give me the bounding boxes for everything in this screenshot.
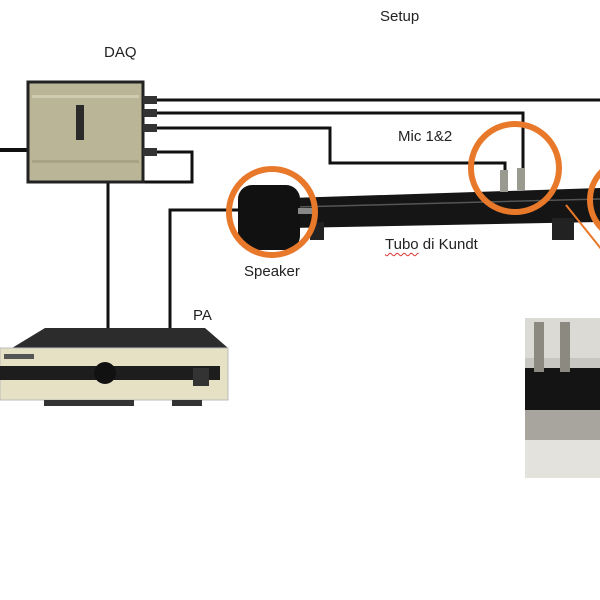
cables bbox=[0, 98, 600, 332]
mic-highlight bbox=[468, 121, 562, 215]
end-highlight bbox=[587, 169, 600, 231]
tube-label: Tubo di Kundt bbox=[385, 236, 478, 253]
pa-amplifier bbox=[0, 328, 229, 406]
kundt-tube bbox=[290, 168, 600, 240]
mic-label: Mic 1&2 bbox=[398, 128, 453, 145]
tube-label-suffix: di Kundt bbox=[418, 236, 478, 253]
daq-device bbox=[26, 80, 157, 184]
daq-label: DAQ bbox=[104, 44, 137, 61]
pointer-line bbox=[565, 204, 600, 250]
cable-daq-pa bbox=[106, 150, 194, 332]
cable-mic1 bbox=[150, 126, 507, 176]
mic-inset-photo bbox=[525, 318, 600, 478]
speaker-label: Speaker bbox=[244, 263, 300, 280]
speaker-highlight bbox=[226, 166, 318, 258]
highlight-circles bbox=[226, 121, 600, 258]
cable-mic2 bbox=[150, 111, 525, 172]
pa-label: PA bbox=[193, 307, 212, 324]
diagram-title: Setup bbox=[380, 8, 420, 25]
speaker-device bbox=[238, 185, 312, 250]
tube-label-prefix: Tubo bbox=[385, 236, 419, 253]
cable-speaker bbox=[168, 208, 240, 332]
